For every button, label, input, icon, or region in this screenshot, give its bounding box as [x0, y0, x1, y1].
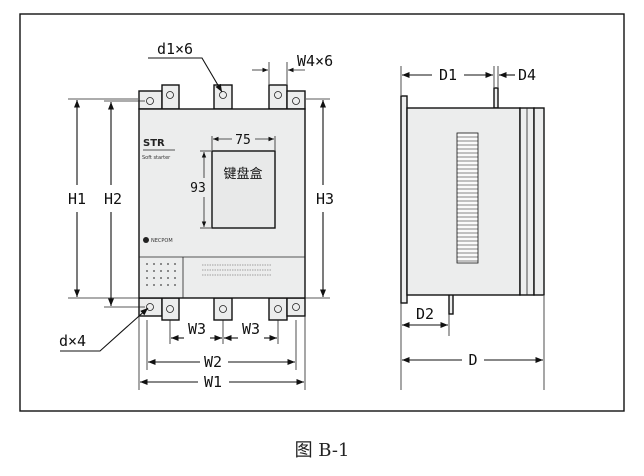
dim-w3-right: W3 [242, 320, 260, 338]
dim-d2: D2 [416, 305, 434, 323]
dim-h1: H1 [68, 190, 86, 208]
logo-icon [143, 237, 149, 243]
side-vent-slots [456, 132, 479, 264]
dim-w1: W1 [204, 373, 222, 391]
brand-title: STR [143, 138, 165, 149]
dim-w2: W2 [204, 353, 222, 371]
brand-subtitle: Soft starter [142, 155, 171, 161]
side-view [400, 87, 545, 315]
dim-dx4: d×4 [59, 332, 86, 350]
keypad-width-dim: 75 [235, 133, 251, 148]
dim-h3: H3 [316, 190, 334, 208]
logo-text: NECPOM [151, 238, 173, 244]
dim-d4: D4 [518, 66, 536, 84]
figure-caption: 图 B-1 [295, 440, 350, 461]
front-vent-lines [202, 264, 272, 276]
keypad-box [211, 150, 276, 229]
dim-d1x6: d1×6 [157, 40, 193, 58]
front-dimensions: d1×6 W4×6 d×4 H1 H2 H3 [59, 40, 334, 391]
keypad-label: 键盘盒 [223, 166, 262, 182]
dim-d: D [468, 351, 477, 369]
side-dimensions: D1 D4 D2 D [400, 66, 545, 390]
keypad-height-dim: 93 [190, 181, 206, 196]
dim-d1: D1 [439, 66, 457, 84]
indicator-dots [146, 263, 176, 286]
front-view: STR Soft starter NECPOM 键盘盒 75 93 [138, 84, 306, 321]
drawing-frame [19, 13, 625, 412]
dim-w4x6: W4×6 [297, 52, 333, 70]
dim-h2: H2 [104, 190, 122, 208]
dim-w3-left: W3 [188, 320, 206, 338]
